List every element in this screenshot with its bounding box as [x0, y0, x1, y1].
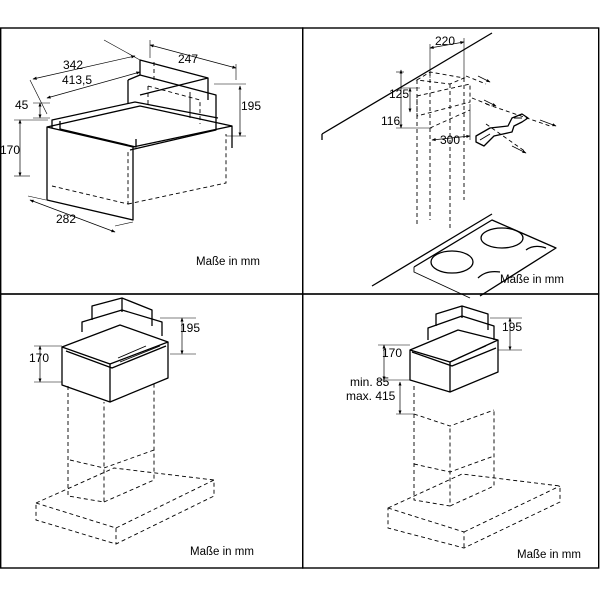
dim-170-bottom-right: 170 [382, 346, 402, 360]
dim-195-bottom-left: 195 [180, 321, 200, 335]
caption-bottom-right: Maße in mm [517, 549, 581, 561]
dim-min-85: min. 85 [350, 375, 390, 389]
dim-195: 195 [241, 99, 261, 113]
dim-282: 282 [56, 212, 76, 226]
dim-170: 170 [0, 143, 20, 157]
panel-top-left-frame [0, 27, 304, 295]
caption-top-right: Maße in mm [500, 274, 564, 286]
panel-bottom-right-drawing [378, 305, 561, 549]
dim-max-415: max. 415 [346, 389, 396, 403]
panel-bottom-right-frame [302, 293, 600, 569]
dim-247: 247 [178, 52, 198, 66]
dim-170-bottom-left: 170 [29, 351, 49, 365]
dim-125: 125 [389, 87, 409, 101]
dim-45: 45 [15, 98, 29, 112]
caption-bottom-left: Maße in mm [190, 546, 254, 558]
dim-116: 116 [381, 114, 400, 128]
panel-top-right-drawing [321, 32, 557, 299]
dim-413-5: 413,5 [62, 73, 92, 87]
panel-top-right-frame [302, 27, 600, 295]
panel-bottom-left-frame [0, 293, 304, 569]
dim-342: 342 [63, 58, 83, 72]
panel-bottom-left-drawing [34, 297, 215, 545]
dim-220: 220 [435, 34, 455, 48]
dim-300: 300 [440, 133, 460, 147]
caption-top-left: Maße in mm [196, 256, 260, 268]
dim-195-bottom-right: 195 [502, 320, 522, 334]
panel-top-left-drawing [14, 39, 246, 233]
